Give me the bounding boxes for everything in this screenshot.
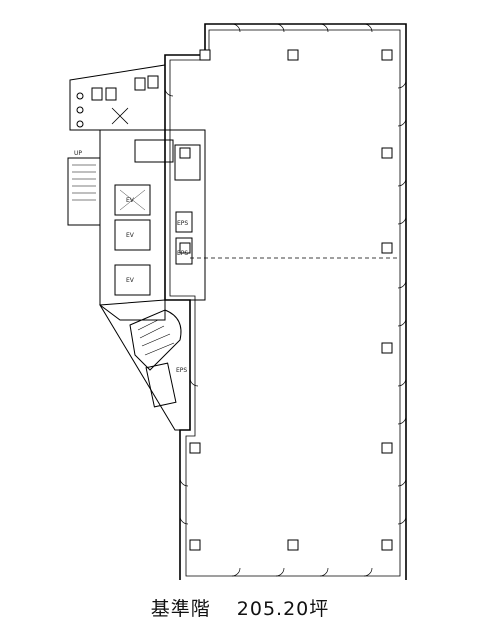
label-ev-3: EV (126, 277, 135, 284)
lower-core-wall (99, 299, 191, 431)
elevator-2 (114, 219, 151, 251)
elevator-3 (114, 264, 151, 296)
curved-staircase (129, 309, 182, 371)
small-room (174, 144, 201, 181)
floor-caption: 基準階 205.20坪 (0, 594, 480, 624)
columns (179, 49, 393, 551)
column (381, 539, 393, 551)
column (179, 242, 191, 254)
label-up: UP (74, 150, 82, 157)
column (179, 147, 191, 159)
column (381, 49, 393, 61)
office-space (164, 23, 407, 580)
label-ev-2: EV (126, 232, 135, 239)
column (381, 242, 393, 254)
small-room (134, 139, 174, 163)
column (381, 442, 393, 454)
column (287, 49, 299, 61)
column (287, 539, 299, 551)
exterior-wall-outer (164, 23, 407, 580)
label-eps-3: EPS (176, 367, 187, 374)
storage-room (145, 362, 177, 408)
floor-title: 基準階 (150, 598, 211, 620)
core-area (67, 64, 206, 431)
eps-shaft (175, 211, 193, 233)
exterior-wall-inner (169, 29, 401, 577)
label-eps-2: EPS (177, 250, 188, 257)
restroom-stall (105, 87, 117, 101)
column (189, 442, 201, 454)
basin (76, 120, 84, 128)
perimeter-openings (164, 23, 407, 577)
toilet-cross (111, 107, 129, 125)
label-ev-1: EV (126, 197, 135, 204)
restroom-stall (91, 87, 103, 101)
staircase-left (67, 157, 101, 226)
core-labels: UP EV EV EV EPS EPS EPS (74, 150, 188, 374)
basin (76, 106, 84, 114)
stair-treads (137, 319, 175, 356)
restroom-stall (147, 75, 159, 89)
column (199, 49, 211, 61)
elevator-1 (114, 184, 151, 216)
column (381, 147, 393, 159)
floor-area: 205.20坪 (236, 598, 330, 620)
restroom-block (69, 64, 166, 131)
restroom-stall (134, 77, 146, 91)
label-eps-1: EPS (177, 220, 188, 227)
floor-plan: UP EV EV EV EPS EPS EPS (67, 23, 407, 580)
eps-shaft (175, 237, 193, 265)
basin (76, 92, 84, 100)
column (189, 539, 201, 551)
column (381, 342, 393, 354)
stair-treads (72, 164, 96, 201)
